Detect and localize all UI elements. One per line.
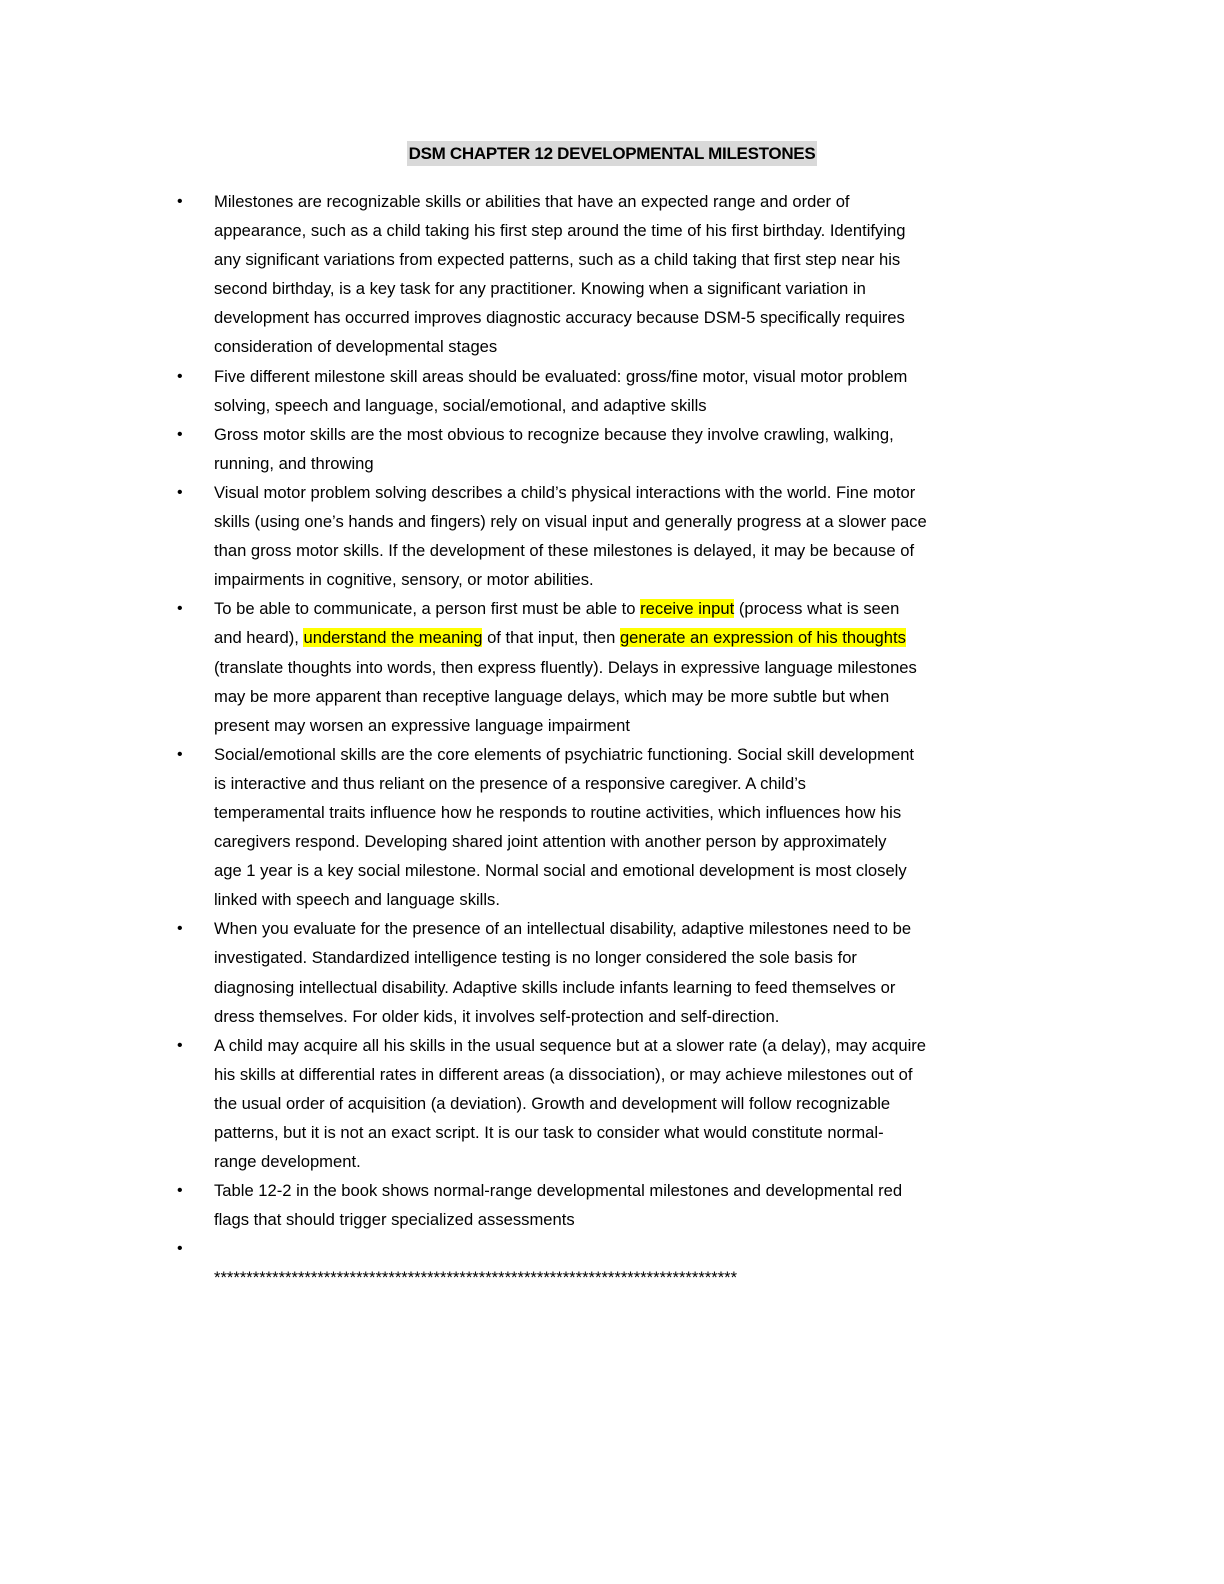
bullet-item-line: solving, speech and language, social/emo… xyxy=(0,391,1224,420)
highlighted-text: generate an expression of his thoughts xyxy=(619,628,906,648)
line-text: (process what is seen xyxy=(734,599,900,619)
line-text: (translate thoughts into words, then exp… xyxy=(214,657,917,677)
bullet-item-line: present may worsen an expressive languag… xyxy=(0,711,1224,740)
bullet-item-line: is interactive and thus reliant on the p… xyxy=(0,769,1224,798)
bullet-item-line-first: • Social/emotional skills are the core el… xyxy=(0,740,1224,769)
bullet-item-line: (translate thoughts into words, then exp… xyxy=(0,653,1224,682)
line-text: appearance, such as a child taking his f… xyxy=(214,221,906,241)
bullet-icon: • xyxy=(177,600,183,618)
bullet-item-line: flags that should trigger specialized as… xyxy=(0,1205,1224,1234)
bullet-item-line: dress themselves. For older kids, it inv… xyxy=(0,1002,1224,1031)
bullet-item-line-first: • xyxy=(0,1234,1224,1263)
bullet-item-line: linked with speech and language skills. xyxy=(0,885,1224,914)
line-text: of that input, then xyxy=(482,628,620,648)
bullet-icon: • xyxy=(177,425,183,443)
line-text: solving, speech and language, social/emo… xyxy=(214,395,707,415)
document-title-block: DSM CHAPTER 12 DEVELOPMENTAL MILESTONES xyxy=(0,141,1224,166)
bullet-item-line: age 1 year is a key social milestone. No… xyxy=(0,856,1224,885)
bullet-item-line: patterns, but it is not an exact script.… xyxy=(0,1118,1224,1147)
line-text: When you evaluate for the presence of an… xyxy=(214,919,912,939)
bullet-item-line: temperamental traits influence how he re… xyxy=(0,798,1224,827)
bullet-item-line: and heard), understand the meaning of th… xyxy=(0,623,1224,652)
bullet-item-line: may be more apparent than receptive lang… xyxy=(0,682,1224,711)
line-text: flags that should trigger specialized as… xyxy=(214,1210,575,1230)
line-text: caregivers respond. Developing shared jo… xyxy=(214,832,887,852)
line-text: his skills at differential rates in diff… xyxy=(214,1064,913,1084)
bullet-item-line: investigated. Standardized intelligence … xyxy=(0,943,1224,972)
bullet-icon: • xyxy=(177,193,183,210)
bullet-item-line: diagnosing intellectual disability. Adap… xyxy=(0,973,1224,1002)
bullet-item-line: second birthday, is a key task for any p… xyxy=(0,274,1224,303)
bullet-item-line: the usual order of acquisition (a deviat… xyxy=(0,1089,1224,1118)
bullet-item-line: skills (using one’s hands and fingers) r… xyxy=(0,507,1224,536)
line-text: Social/emotional skills are the core ele… xyxy=(214,744,915,764)
line-text: Gross motor skills are the most obvious … xyxy=(214,424,894,444)
line-text: investigated. Standardized intelligence … xyxy=(214,948,857,968)
bullet-item-line: consideration of developmental stages xyxy=(0,332,1224,361)
bullet-icon: • xyxy=(177,745,183,763)
line-text: development has occurred improves diagno… xyxy=(214,308,905,328)
bullet-icon: • xyxy=(177,483,183,501)
line-text: skills (using one’s hands and fingers) r… xyxy=(214,512,927,532)
bullet-icon: • xyxy=(177,1240,183,1258)
bullet-item-line: appearance, such as a child taking his f… xyxy=(0,216,1224,245)
document-title: DSM CHAPTER 12 DEVELOPMENTAL MILESTONES xyxy=(406,141,818,166)
line-text: Five different milestone skill areas sho… xyxy=(214,366,908,386)
bullet-item-line-first: • To be able to communicate, a person fir… xyxy=(0,594,1224,623)
line-text: temperamental traits influence how he re… xyxy=(214,802,902,822)
line-text: second birthday, is a key task for any p… xyxy=(214,279,866,299)
bullet-item-line: caregivers respond. Developing shared jo… xyxy=(0,827,1224,856)
bullet-item-line-first: • When you evaluate for the presence of a… xyxy=(0,914,1224,943)
line-text: any significant variations from expected… xyxy=(214,250,901,270)
line-text: diagnosing intellectual disability. Adap… xyxy=(214,977,896,997)
line-text: range development. xyxy=(214,1152,361,1172)
line-text: impairments in cognitive, sensory, or mo… xyxy=(214,570,594,590)
bullet-item-line-first: • Gross motor skills are the most obvious… xyxy=(0,420,1224,449)
line-text: running, and throwing xyxy=(214,453,374,473)
bullet-item-line-first: • Table 12-2 in the book shows normal-ran… xyxy=(0,1176,1224,1205)
bullet-item-line-first: • A child may acquire all his skills in t… xyxy=(0,1031,1224,1060)
bullet-item-line: range development. xyxy=(0,1147,1224,1176)
highlighted-text: receive input xyxy=(640,599,735,619)
line-text: and heard), xyxy=(214,628,304,648)
line-text: Visual motor problem solving describes a… xyxy=(214,482,916,502)
line-text: Milestones are recognizable skills or ab… xyxy=(214,192,850,211)
line-text: dress themselves. For older kids, it inv… xyxy=(214,1006,780,1026)
bullet-item-line: running, and throwing xyxy=(0,449,1224,478)
line-text: To be able to communicate, a person firs… xyxy=(214,599,641,619)
bullet-item-line-first: • Visual motor problem solving describes … xyxy=(0,478,1224,507)
bullet-item-line: than gross motor skills. If the developm… xyxy=(0,536,1224,565)
bullet-item-line: his skills at differential rates in diff… xyxy=(0,1060,1224,1089)
line-text: consideration of developmental stages xyxy=(214,337,498,357)
line-text: A child may acquire all his skills in th… xyxy=(214,1035,927,1055)
bullet-item-line-first: • Five different milestone skill areas sh… xyxy=(0,362,1224,391)
line-text: is interactive and thus reliant on the p… xyxy=(214,773,806,793)
bullet-item-line: development has occurred improves diagno… xyxy=(0,303,1224,332)
line-text: linked with speech and language skills. xyxy=(214,890,500,910)
bullet-item-line: ****************************************… xyxy=(0,1263,1224,1292)
bullet-icon: • xyxy=(177,920,183,938)
line-text: Table 12-2 in the book shows normal-rang… xyxy=(214,1181,903,1201)
bullet-list: • Milestones are recognizable skills or a… xyxy=(0,187,1224,1293)
bullet-item-line-first: • Milestones are recognizable skills or a… xyxy=(0,187,1224,216)
line-text: the usual order of acquisition (a deviat… xyxy=(214,1093,891,1113)
line-text: than gross motor skills. If the developm… xyxy=(214,541,915,561)
line-text: present may worsen an expressive languag… xyxy=(214,715,630,735)
bullet-icon: • xyxy=(177,367,183,385)
line-text: may be more apparent than receptive lang… xyxy=(214,686,890,706)
line-text: patterns, but it is not an exact script.… xyxy=(214,1123,884,1142)
bullet-item-line: any significant variations from expected… xyxy=(0,245,1224,274)
highlighted-text: understand the meaning xyxy=(303,628,483,648)
bullet-icon: • xyxy=(177,1182,183,1200)
bullet-item-line: impairments in cognitive, sensory, or mo… xyxy=(0,565,1224,594)
line-text: age 1 year is a key social milestone. No… xyxy=(214,861,907,881)
bullet-icon: • xyxy=(177,1036,183,1054)
line-text: ****************************************… xyxy=(214,1268,738,1288)
